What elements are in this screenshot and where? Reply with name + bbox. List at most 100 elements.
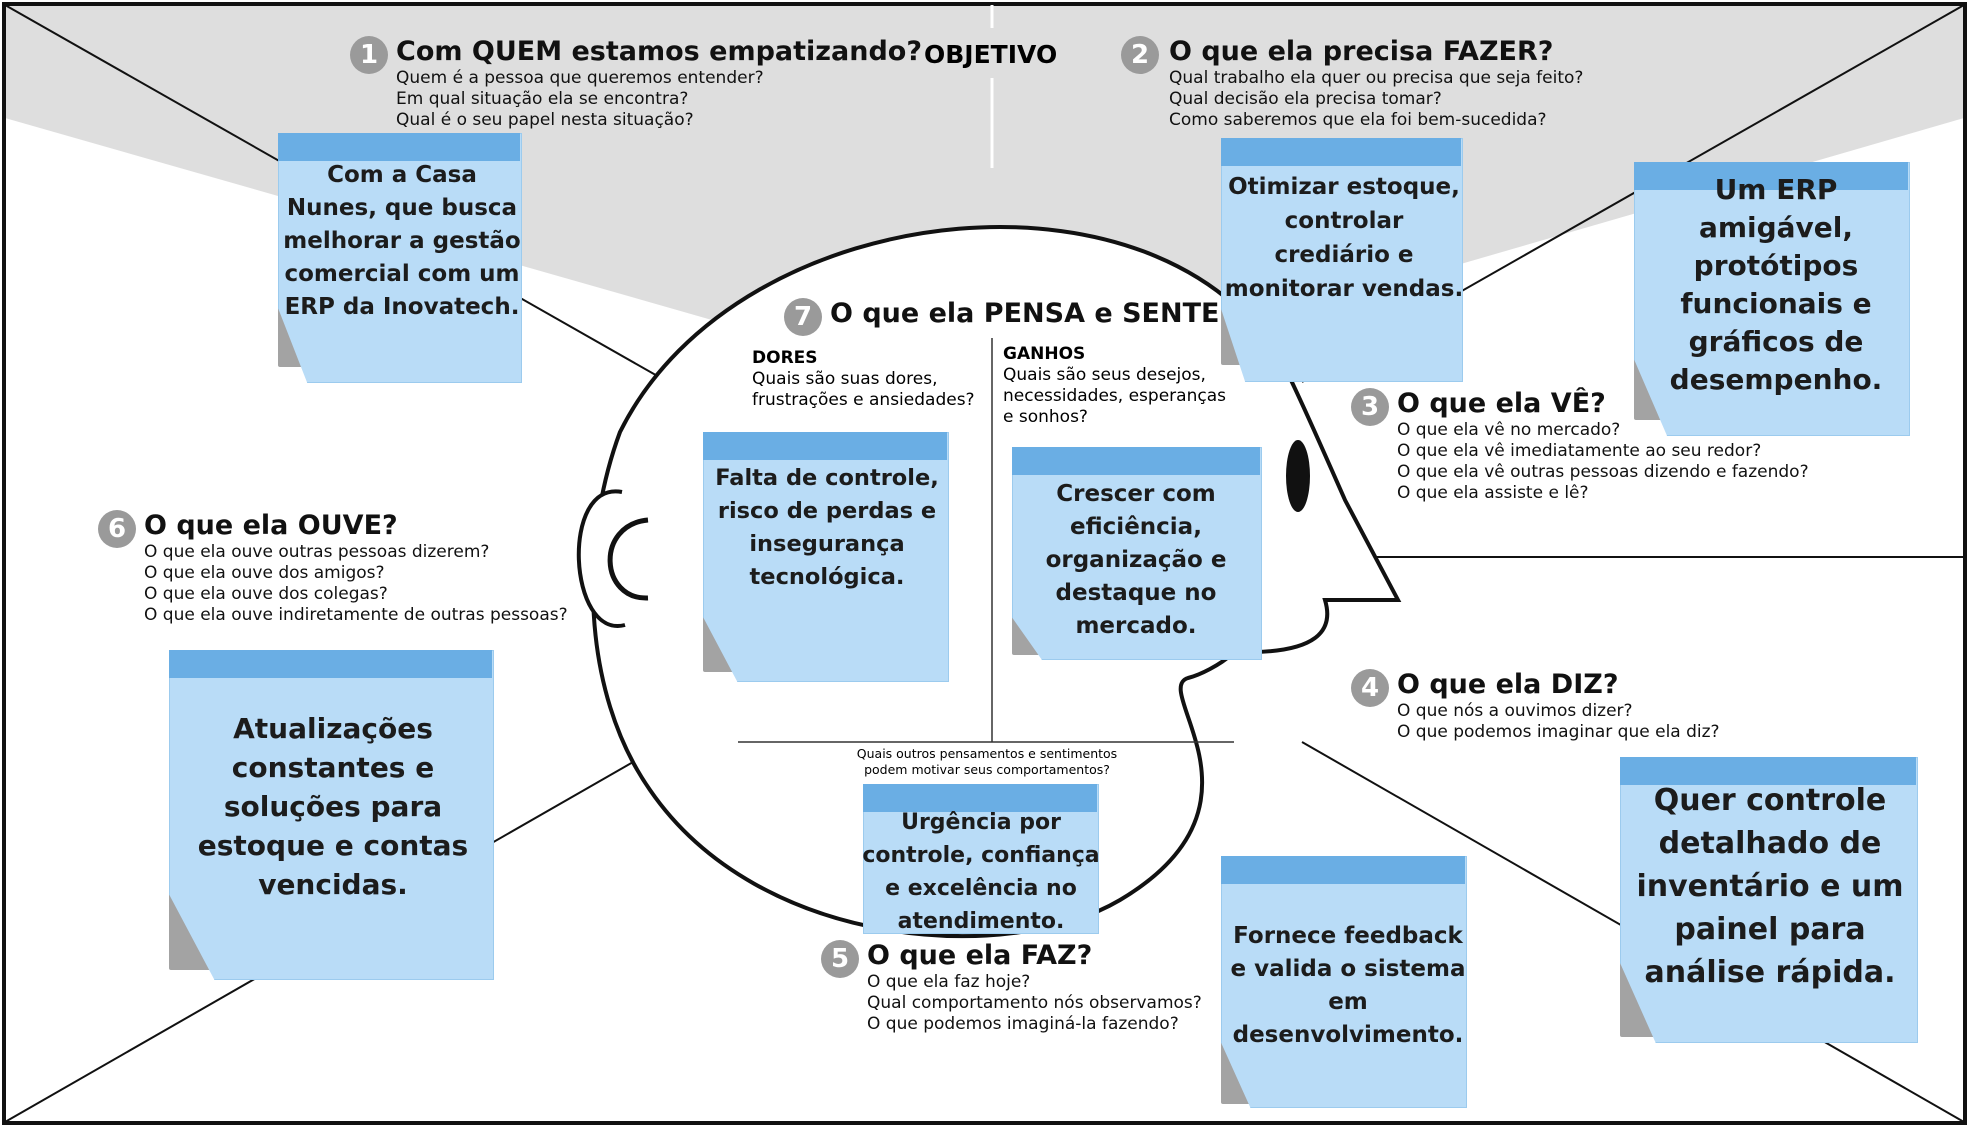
question: O que ela faz hoje? [867, 972, 1031, 992]
question: O que ela ouve indiretamente de outras p… [144, 605, 568, 625]
note-band [1012, 447, 1260, 475]
section-title: O que ela DIZ? [1397, 669, 1619, 700]
question: O que ela vê no mercado? [1397, 420, 1621, 440]
note-paper [1012, 447, 1262, 660]
note-band [169, 650, 492, 678]
section-do-need: 2 O que ela precisa FAZER? Qual trabalho… [1121, 34, 1621, 134]
sticky-note-see[interactable]: Um ERP amigável, protótipos funcionais e… [1634, 162, 1944, 437]
note-text: Crescer com eficiência, organização e de… [1045, 480, 1227, 639]
note-text: Otimizar estoque, controlar crediário e … [1224, 174, 1464, 302]
note-paper [1620, 757, 1918, 1043]
question: Como saberemos que ela foi bem-sucedida? [1169, 110, 1547, 130]
pains-question: Quais são suas dores, [752, 369, 938, 389]
section-who: 1 Com QUEM estamos empatizando? Quem é a… [350, 34, 922, 134]
note-text: Com a Casa Nunes, que busca melhorar a g… [283, 161, 521, 320]
section-number-badge: 7 [784, 298, 822, 336]
head-outline [591, 225, 1402, 938]
note-paper [1634, 162, 1910, 436]
gains-question: Quais são seus desejos, [1003, 365, 1206, 385]
sticky-note-does[interactable]: Fornece feedback e valida o sistema em d… [1221, 856, 1511, 1108]
note-paper [703, 432, 949, 682]
section-see: 3 O que ela VÊ? O que ela vê no mercado?… [1351, 386, 1821, 506]
note-paper [1221, 138, 1463, 382]
other-thoughts-line: Quais outros pensamentos e sentimentos [856, 746, 1118, 761]
section-title: O que ela VÊ? [1397, 388, 1606, 419]
pains-question: frustrações e ansiedades? [752, 390, 975, 410]
gains-question: e sonhos? [1003, 407, 1088, 427]
note-text: Falta de controle, risco de perdas e ins… [715, 465, 939, 590]
gains-question: necessidades, esperanças [1003, 386, 1226, 406]
note-band [703, 432, 947, 460]
question: O que ela vê imediatamente ao seu redor? [1397, 441, 1762, 461]
section-title: Com QUEM estamos empatizando? [396, 36, 922, 67]
ear-inner [607, 517, 649, 601]
note-paper [169, 650, 494, 980]
sticky-note-say[interactable]: Quer controle detalhado de inventário e … [1620, 757, 1950, 1043]
question: O que ela ouve dos colegas? [144, 584, 388, 604]
section-title: O que ela FAZ? [867, 940, 1093, 971]
note-band [863, 784, 1097, 812]
other-thoughts-line: podem motivar seus comportamentos? [864, 762, 1110, 777]
section-think-feel: 7 O que ela PENSA e SENTE? [784, 296, 1235, 340]
section-questions: Quem é a pessoa que queremos entender? E… [396, 68, 764, 131]
question: O que ela vê outras pessoas dizendo e fa… [1397, 462, 1809, 482]
note-band [278, 133, 520, 161]
section-questions: Qual trabalho ela quer ou precisa que se… [1169, 68, 1583, 131]
note-text: Um ERP amigável, protótipos funcionais e… [1669, 173, 1883, 396]
section-number-badge: 2 [1121, 36, 1159, 74]
pains-header: DORES Quais são suas dores, frustrações … [752, 347, 992, 411]
section-say: 4 O que ela DIZ? O que nós a ouvimos diz… [1351, 667, 1751, 747]
note-paper [278, 133, 522, 383]
ear-shape [576, 489, 626, 628]
note-text: Quer controle detalhado de inventário e … [1636, 782, 1904, 990]
note-band [1221, 856, 1465, 884]
question: O que ela ouve outras pessoas dizerem? [144, 542, 490, 562]
gains-title: GANHOS [1003, 344, 1086, 364]
section-number-badge: 5 [821, 940, 859, 978]
sticky-note-gains[interactable]: Crescer com eficiência, organização e de… [1012, 447, 1292, 660]
section-title: O que ela PENSA e SENTE? [830, 298, 1236, 329]
question: Qual trabalho ela quer ou precisa que se… [1169, 68, 1584, 88]
other-thoughts-question: Quais outros pensamentos e sentimentos p… [832, 746, 1142, 778]
section-title: O que ela precisa FAZER? [1169, 36, 1554, 67]
section-does: 5 O que ela FAZ? O que ela faz hoje? Qua… [821, 938, 1221, 1038]
section-questions: O que ela ouve outras pessoas dizerem? O… [144, 542, 568, 626]
section-number-badge: 6 [98, 510, 136, 548]
objective-label: OBJETIVO [924, 40, 1058, 69]
top-goal-band [5, 5, 1964, 400]
sticky-note-pains[interactable]: Falta de controle, risco de perdas e ins… [703, 432, 985, 682]
note-band [1620, 757, 1916, 785]
section-questions: O que ela faz hoje? Qual comportamento n… [867, 972, 1202, 1035]
question: Em qual situação ela se encontra? [396, 89, 689, 109]
section-questions: O que ela vê no mercado? O que ela vê im… [1397, 420, 1809, 504]
question: O que nós a ouvimos dizer? [1397, 701, 1633, 721]
question: O que podemos imaginá-la fazendo? [867, 1014, 1179, 1034]
section-number-badge: 3 [1351, 388, 1389, 426]
question: O que ela ouve dos amigos? [144, 563, 385, 583]
sticky-note-who[interactable]: Com a Casa Nunes, que busca melhorar a g… [278, 133, 560, 383]
section-hear: 6 O que ela OUVE? O que ela ouve outras … [98, 508, 578, 628]
question: Qual é o seu papel nesta situação? [396, 110, 694, 130]
question: Qual decisão ela precisa tomar? [1169, 89, 1442, 109]
note-text: Urgência por controle, confiança e excel… [862, 810, 1100, 934]
section-number-badge: 4 [1351, 669, 1389, 707]
gains-header: GANHOS Quais são seus desejos, necessida… [1003, 343, 1243, 428]
question: O que ela assiste e lê? [1397, 483, 1589, 503]
note-band [1634, 162, 1908, 190]
note-band [1221, 138, 1461, 166]
question: Quem é a pessoa que queremos entender? [396, 68, 764, 88]
sticky-note-other[interactable]: Urgência por controle, confiança e excel… [862, 784, 1113, 934]
eye [1286, 440, 1310, 512]
note-text: Fornece feedback e valida o sistema em d… [1230, 923, 1466, 1048]
pains-title: DORES [752, 348, 818, 368]
sticky-note-hear[interactable]: Atualizações constantes e soluções para … [169, 650, 529, 982]
sticky-note-do-need[interactable]: Otimizar estoque, controlar crediário e … [1221, 138, 1501, 383]
note-text: Atualizações constantes e soluções para … [197, 711, 469, 901]
section-questions: O que nós a ouvimos dizer? O que podemos… [1397, 701, 1720, 743]
question: O que podemos imaginar que ela diz? [1397, 722, 1720, 742]
note-paper [1221, 856, 1467, 1108]
question: Qual comportamento nós observamos? [867, 993, 1202, 1013]
